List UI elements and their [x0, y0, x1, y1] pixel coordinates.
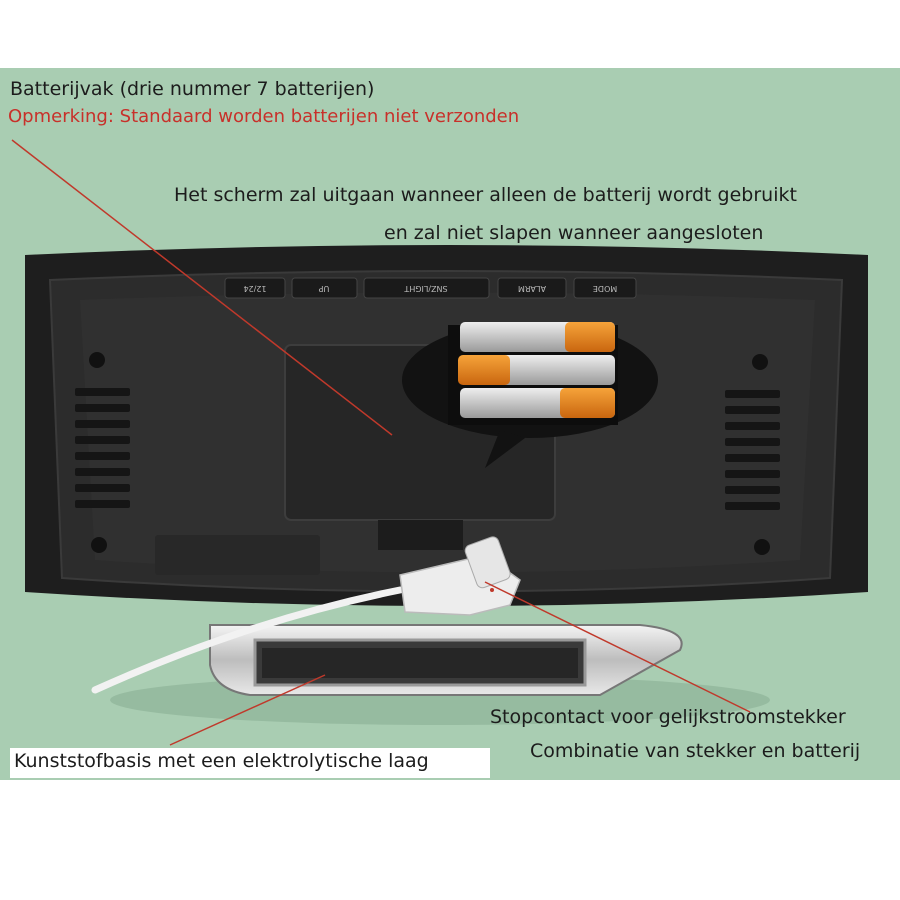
dc-socket-label: Stopcontact voor gelijkstroomstekker	[490, 706, 846, 728]
power-combination-label: Combinatie van stekker en batterij	[530, 740, 861, 762]
speaker-vents-right	[725, 390, 780, 510]
speaker-vents-left	[75, 388, 130, 508]
base-label: Kunststofbasis met een elektrolytische l…	[10, 748, 490, 778]
screen-note-line2: en zal niet slapen wanneer aangesloten	[384, 222, 764, 244]
button-label-mode: MODE	[593, 284, 617, 293]
top-buttons: 12/24 UP SNZ/LIGHT ALARM MODE	[224, 277, 637, 299]
screw-holes	[89, 352, 770, 555]
screen-note-line1: Het scherm zal uitgaan wanneer alleen de…	[174, 184, 797, 206]
button-label-12-24: 12/24	[243, 284, 266, 293]
button-label-up: UP	[318, 284, 329, 293]
button-label-alarm: ALARM	[518, 284, 546, 293]
battery-callout-bubble	[402, 322, 658, 468]
plastic-base	[209, 624, 683, 696]
battery-compartment-title: Batterijvak (drie nummer 7 batterijen)	[10, 78, 375, 100]
annotation-leader-lines	[11, 139, 751, 746]
rating-label	[155, 535, 320, 575]
battery-shipping-note: Opmerking: Standaard worden batterijen n…	[8, 106, 520, 127]
button-label-snz-light: SNZ/LIGHT	[404, 284, 447, 293]
dc-power-cable	[91, 536, 521, 694]
